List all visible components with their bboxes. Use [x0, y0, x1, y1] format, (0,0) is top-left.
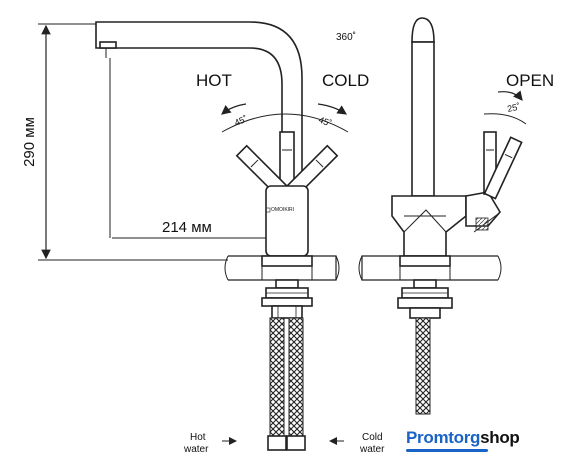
mixer-body	[265, 185, 309, 257]
logo-underline	[406, 449, 488, 452]
side-spout-tip	[411, 17, 435, 43]
open-angle-label: 25˚	[506, 101, 521, 113]
promtorgshop-logo: Promtorgshop	[406, 428, 520, 448]
hot-angle-label: 45˚	[233, 114, 249, 128]
front-view: 290 мм 214 мм 360˚ HOT COLD 45˚ 45˚	[21, 21, 385, 455]
cold-label: COLD	[322, 71, 369, 90]
side-hose	[415, 317, 431, 415]
countertop-side	[358, 255, 502, 281]
hot-label: HOT	[196, 71, 232, 90]
cold-water-label-line2: water	[359, 444, 385, 455]
logo-part2: shop	[480, 428, 520, 447]
side-body	[391, 195, 467, 257]
reach-dimension: 214 мм	[109, 58, 290, 239]
cold-angle-label: 45˚	[317, 115, 333, 129]
rotation-label: 360˚	[336, 31, 356, 43]
logo-part1: Promtorg	[406, 428, 481, 447]
cold-water-hose	[286, 317, 306, 451]
side-view: OPEN 25˚	[358, 17, 554, 415]
cold-water-label-line1: Cold	[362, 432, 383, 443]
hot-water-label-line2: water	[183, 444, 209, 455]
hot-water-label-line1: Hot	[190, 432, 206, 443]
height-dimension-label: 290 мм	[21, 117, 38, 167]
countertop-front	[224, 255, 340, 281]
open-label: OPEN	[506, 71, 554, 90]
aerator	[99, 41, 117, 49]
side-handle-open	[483, 136, 523, 200]
brand-mark: OMOIKIRI	[271, 207, 294, 213]
height-dimension: 290 мм	[21, 23, 228, 261]
reach-dimension-label: 214 мм	[162, 219, 212, 236]
hot-water-hose	[267, 317, 287, 451]
